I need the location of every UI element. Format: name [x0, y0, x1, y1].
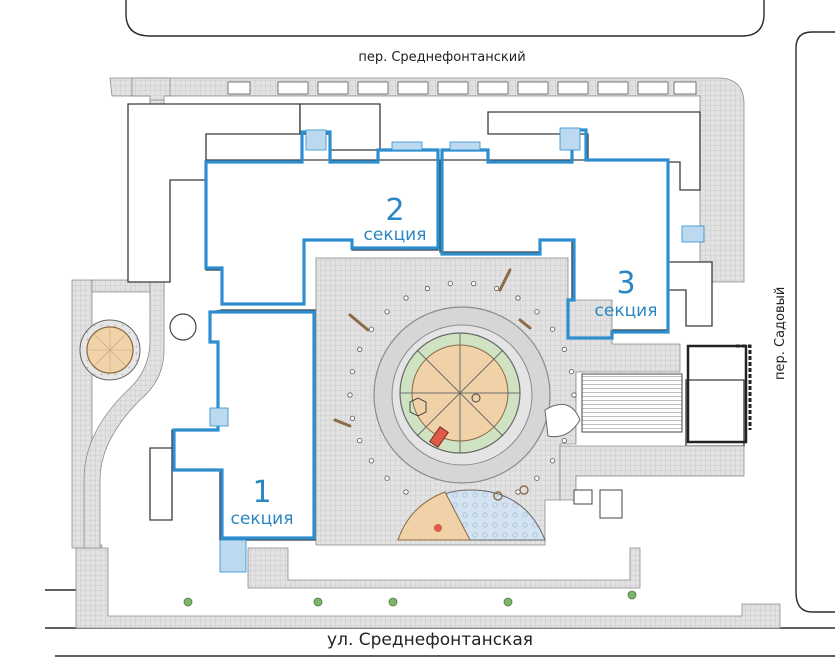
bollard: [571, 392, 577, 398]
lower-strip: [183, 547, 641, 607]
bollard: [493, 285, 500, 292]
section-3-number: 3: [616, 266, 635, 301]
bollard: [347, 392, 353, 398]
bollard: [357, 346, 363, 352]
section-1-word: секция: [231, 509, 294, 529]
street-label-bottom: ул. Среднефонтанская: [327, 630, 533, 650]
bollard: [549, 458, 556, 464]
section-2-word: секция: [364, 225, 427, 245]
section-label-3: 3 секция: [595, 266, 658, 321]
bollard: [368, 458, 374, 464]
bollard: [349, 415, 355, 421]
section-2-number: 2: [385, 193, 404, 228]
street-label-right: пер. Садовый: [773, 287, 788, 380]
bollard: [403, 489, 409, 495]
building-complex: [127, 103, 745, 541]
gazebo: [79, 313, 197, 381]
entrances: [209, 127, 705, 573]
bollard: [384, 309, 390, 315]
bollard: [568, 369, 575, 375]
section-1-number: 1: [252, 475, 271, 510]
bollard: [534, 309, 540, 315]
driveway: [544, 344, 752, 519]
lower-playground: [397, 485, 546, 541]
bollard: [424, 285, 430, 292]
section-3-word: секция: [595, 301, 658, 321]
bollard-ring: [347, 280, 577, 495]
bollard: [357, 437, 363, 444]
section-label-2: 2 секция: [364, 193, 427, 245]
bollard: [447, 280, 453, 287]
bollard: [349, 369, 355, 375]
bollard: [515, 295, 521, 301]
bollard: [368, 326, 374, 332]
bollard: [403, 295, 409, 301]
section-label-1: 1 секция: [231, 475, 294, 529]
benches: [333, 268, 532, 428]
curved-walkway: [83, 99, 165, 549]
bollard: [561, 437, 567, 444]
bollard: [534, 475, 540, 481]
bollard: [561, 346, 567, 352]
street-label-top: пер. Среднефонтанский: [358, 50, 525, 65]
fence-pieces: [227, 81, 697, 95]
bollard: [471, 280, 477, 287]
bollard: [549, 326, 556, 332]
bollard: [384, 475, 390, 481]
courtyard: [315, 257, 681, 546]
